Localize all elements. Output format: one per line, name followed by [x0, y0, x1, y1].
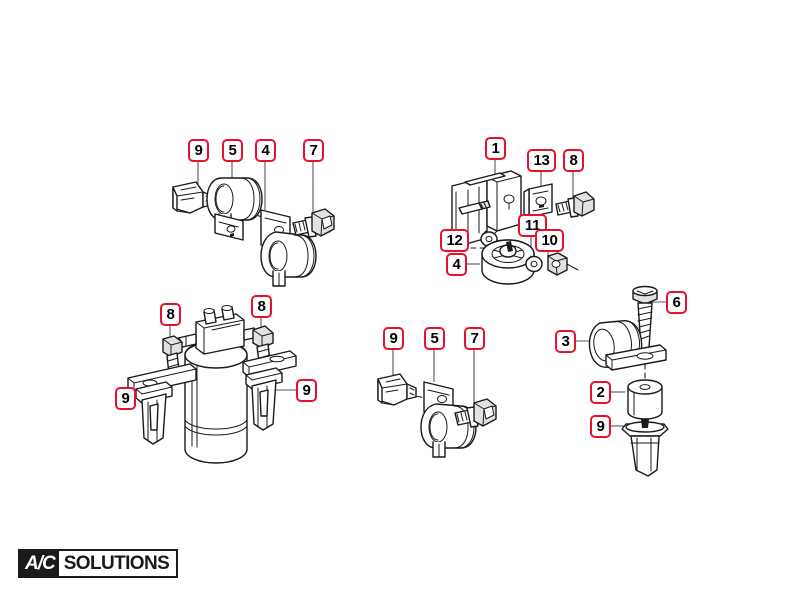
part-drier-valve-head [174, 305, 255, 355]
group-lower-left [127, 305, 297, 464]
callout-badge-9[interactable]: 9 [590, 415, 611, 438]
callout-badge-9[interactable]: 9 [296, 379, 317, 402]
group-upper-left [172, 177, 335, 287]
callout-badge-7[interactable]: 7 [303, 139, 324, 162]
callout-badge-9[interactable]: 9 [383, 327, 404, 350]
callout-badge-5[interactable]: 5 [222, 139, 243, 162]
part-5-clamp-lower-middle [420, 381, 477, 458]
callout-badge-13[interactable]: 13 [527, 149, 556, 172]
part-9-clip-drier-right [245, 367, 283, 431]
part-7-bolt-lower-middle [454, 398, 497, 428]
logo-solutions-text: SOLUTIONS [58, 551, 177, 576]
part-9-clip-lower-right [621, 419, 669, 477]
part-13-mounting-plate [523, 183, 553, 220]
callout-badge-7[interactable]: 7 [464, 327, 485, 350]
callout-badge-4[interactable]: 4 [255, 139, 276, 162]
group-upper-right [451, 170, 595, 285]
part-receiver-drier-body [184, 340, 248, 464]
part-4-bracket-upper-left [260, 209, 317, 287]
callout-badge-2[interactable]: 2 [590, 381, 611, 404]
part-10-nut [547, 252, 579, 276]
callout-badge-9[interactable]: 9 [115, 387, 136, 410]
group-lower-middle [377, 373, 497, 458]
part-9-clip-lower-middle [377, 373, 417, 406]
callout-badge-12[interactable]: 12 [440, 229, 469, 252]
ac-solutions-logo: A/C SOLUTIONS [18, 549, 179, 578]
callout-badge-8[interactable]: 8 [563, 149, 584, 172]
logo-ac-text: A/C [20, 551, 59, 576]
callout-badge-5[interactable]: 5 [424, 327, 445, 350]
callout-badge-1[interactable]: 1 [485, 137, 506, 160]
callout-badge-8[interactable]: 8 [251, 295, 272, 318]
callout-badge-3[interactable]: 3 [555, 330, 576, 353]
part-9-clip-upper-left [172, 181, 213, 214]
callout-badge-10[interactable]: 10 [535, 229, 564, 252]
part-2-grommet [627, 379, 663, 420]
callout-badge-11[interactable]: 11 [518, 214, 547, 237]
part-9-clip-drier-left [135, 381, 173, 445]
part-7-bolt-upper-left [292, 208, 335, 238]
callout-badge-6[interactable]: 6 [666, 291, 687, 314]
group-lower-right [588, 285, 669, 477]
callout-badge-8[interactable]: 8 [160, 303, 181, 326]
part-11-washer [525, 255, 543, 273]
part-bracket-strap-right [242, 350, 297, 378]
part-3-pipe-clamp [588, 319, 667, 371]
part-8-bolt-upper-right [555, 191, 595, 218]
callout-badge-4[interactable]: 4 [446, 253, 467, 276]
part-4-pulley-assembly [481, 239, 535, 285]
part-5-hose-clamp-upper-left [206, 177, 263, 241]
callout-badge-9[interactable]: 9 [188, 139, 209, 162]
